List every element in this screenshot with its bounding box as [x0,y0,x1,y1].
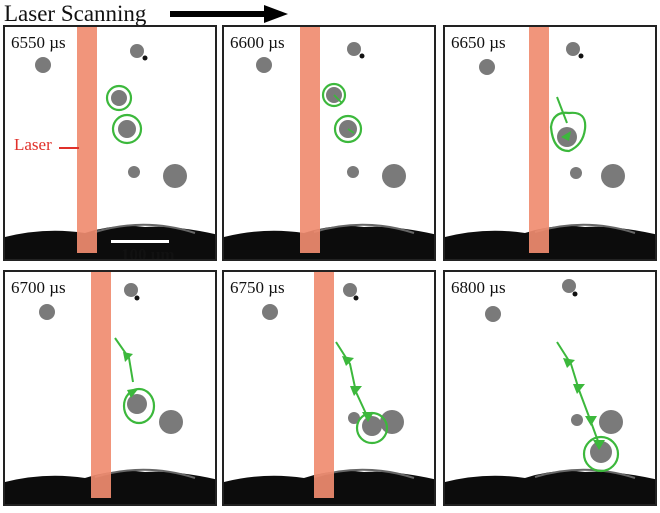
frame-panel-1: 6550 µs Laser 100 μm [3,25,217,261]
laser-pointer-line [59,147,79,149]
scale-bar [111,240,169,243]
frame-image-1 [5,27,215,259]
laser-scanning-title: Laser Scanning [4,1,147,26]
frame-image-3 [445,27,655,259]
frame-panel-2: 6600 µs [222,25,436,261]
frame-panel-4: 6700 µs [3,270,217,506]
scan-direction-arrow-icon [170,5,288,23]
timestamp-label: 6650 µs [451,33,506,52]
timestamp-label: 6600 µs [230,33,285,52]
laser-label: Laser [14,135,52,154]
frame-panel-6: 6800 µs [443,270,657,506]
frame-image-6 [445,279,655,504]
timestamp-label: 6750 µs [230,278,285,297]
frame-image-4 [5,272,215,504]
frame-panel-3: 6650 µs [443,25,657,261]
frame-image-5 [224,272,434,504]
timestamp-label: 6700 µs [11,278,66,297]
frame-image-2 [224,27,434,259]
timestamp-label: 6550 µs [11,33,66,52]
frame-panel-5: 6750 µs [222,270,436,506]
timestamp-label: 6800 µs [451,278,506,297]
scale-bar-label: 100 μm [121,245,175,261]
